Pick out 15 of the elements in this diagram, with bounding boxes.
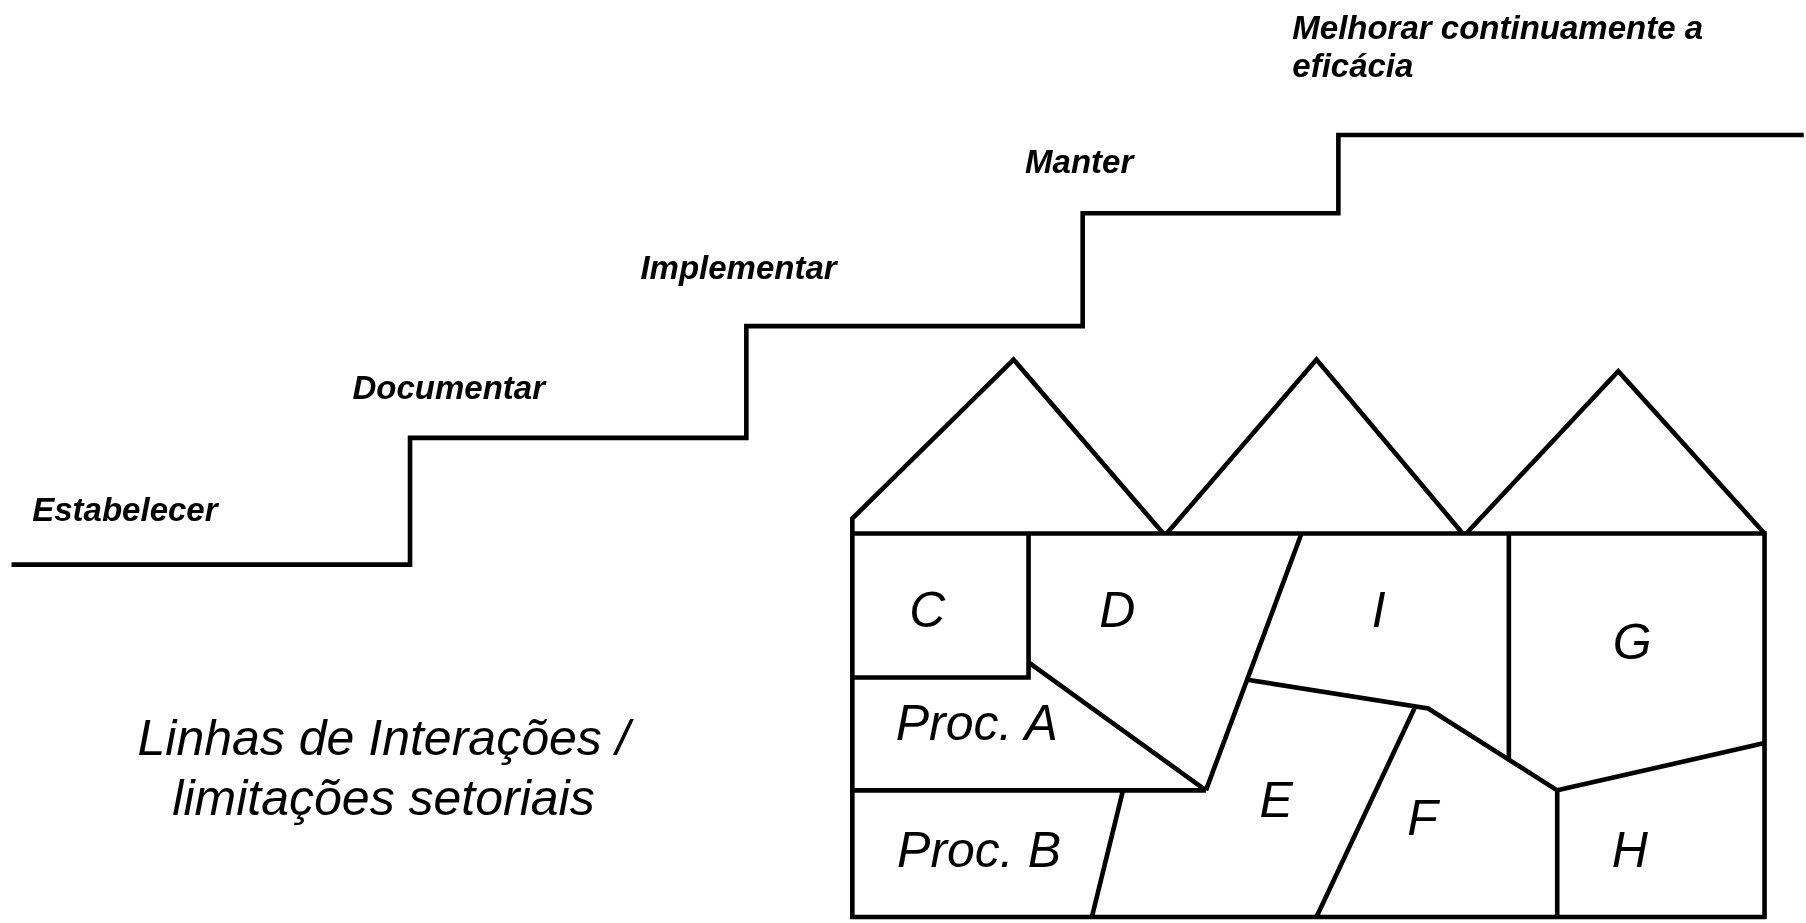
- region-label: D: [1099, 582, 1136, 638]
- step-label: Manter: [1025, 142, 1134, 181]
- step-label: Estabelecer: [32, 490, 218, 529]
- region-label: Proc. B: [897, 822, 1061, 878]
- region-label: F: [1407, 790, 1438, 846]
- region-label: H: [1611, 822, 1648, 878]
- region-label: G: [1612, 614, 1652, 670]
- step-label: Documentar: [352, 368, 545, 407]
- region-label: I: [1371, 582, 1386, 638]
- step-label: Melhorar continuamente a eficácia: [1292, 9, 1705, 86]
- region-label: C: [909, 582, 946, 638]
- step-label: Implementar: [640, 248, 837, 287]
- region-label: E: [1259, 773, 1293, 828]
- region-label: Proc. A: [895, 695, 1058, 751]
- caption-text: Linhas de Interações / limitações setoriais: [63, 708, 704, 829]
